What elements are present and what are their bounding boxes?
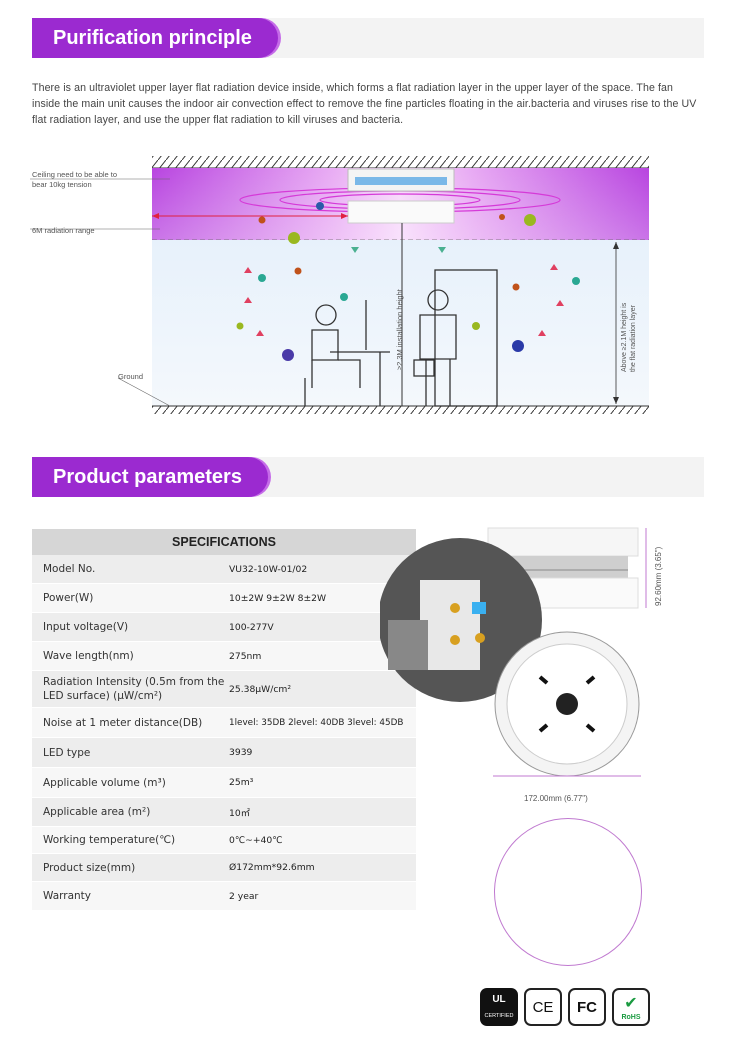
product-led-detail (380, 538, 542, 702)
purification-diagram (30, 156, 649, 414)
height-dimension-label: 92.60mm (3.65") (654, 546, 663, 606)
spec-value: 275nm (229, 650, 262, 662)
rohs-icon: ✔ RoHS (612, 988, 650, 1026)
fcc-icon: FC (568, 988, 606, 1026)
ground-label: Ground (118, 372, 144, 381)
rohs-mark: RoHS (621, 1014, 641, 1021)
spec-row: Noise at 1 meter distance(DB) 1level: 35… (32, 708, 416, 738)
spec-row: Radiation Intensity (0.5m from the LED s… (32, 671, 416, 708)
spec-label: Applicable volume (m³) (43, 776, 166, 789)
seated-person-icon (304, 300, 390, 406)
section-header-purification: Purification principle (32, 18, 704, 58)
standing-person-icon (413, 269, 498, 407)
ceiling-note: Ceiling need to be able to bear 10kg ten… (32, 170, 117, 190)
ce-icon: CE (524, 988, 562, 1026)
radiation-range-label: 6M radiation range (32, 226, 95, 235)
spec-label: Wave length(nm) (43, 650, 134, 662)
spec-label: Model No. (43, 563, 96, 575)
spec-heading: SPECIFICATIONS (32, 529, 416, 555)
spec-label: LED type (43, 746, 91, 759)
spec-label: Working temperature(℃) (43, 834, 176, 846)
room-space (152, 240, 649, 406)
ceiling-note-line-1: Ceiling need to be able to (32, 170, 118, 179)
spec-value: 1level: 35DB 2level: 40DB 3level: 45DB (229, 717, 404, 728)
particles (236, 202, 580, 361)
product-bottom-view (493, 631, 641, 777)
spec-label: Applicable area (m²) (43, 806, 151, 818)
spec-value: 2 year (229, 890, 259, 902)
spec-label: Product size(mm) (43, 861, 136, 874)
spec-value: Ø172mm*92.6mm (229, 862, 315, 873)
uv-device (347, 168, 455, 224)
ceiling-note-line-2: bear 10kg tension (32, 180, 92, 189)
upward-arrows (244, 264, 564, 336)
spec-label: Input voltage(V) (43, 621, 129, 633)
fc-mark: FC (577, 999, 597, 1016)
flat-radiation-height-label: Above ≥2.1M height is the flat radiation… (620, 303, 638, 372)
spec-row: Working temperature(℃) 0℃~+40℃ (32, 827, 416, 854)
ce-mark: CE (532, 999, 554, 1016)
product-outline-circle (494, 818, 642, 966)
spec-row: Applicable area (m²) 10㎡ (32, 798, 416, 827)
spec-row: Wave length(nm) 275nm (32, 642, 416, 671)
spec-row: Model No. VU32-10W-01/02 (32, 555, 416, 584)
ul-mark: UL (492, 994, 506, 1005)
install-height-label: ≥2.3M installation height (395, 289, 404, 370)
certification-logos: UL CERTIFIED CE FC ✔ RoHS (480, 988, 650, 1026)
spec-label: Warranty (43, 890, 92, 902)
section-header-parameters: Product parameters (32, 457, 704, 497)
spec-label: Power(W) (43, 592, 94, 604)
spec-row: Applicable volume (m³) 25m³ (32, 768, 416, 798)
spec-row: Product size(mm) Ø172mm*92.6mm (32, 854, 416, 882)
ul-certified-icon: UL CERTIFIED (480, 988, 518, 1026)
flat-radiation-line-2: the flat radiation layer (630, 305, 637, 372)
spec-value: 3939 (229, 747, 253, 758)
specifications-table: SPECIFICATIONS Model No. VU32-10W-01/02 … (32, 529, 416, 911)
rohs-check: ✔ (624, 995, 638, 1012)
section-title-parameters: Product parameters (32, 457, 268, 497)
ceiling-hatch (152, 156, 649, 168)
spec-label: Noise at 1 meter distance(DB) (43, 716, 203, 729)
spec-value: VU32-10W-01/02 (229, 563, 308, 575)
spec-value: 25.38μW/cm² (229, 683, 292, 695)
width-dimension-label: 172.00mm (6.77") (524, 794, 588, 803)
spec-row: Warranty 2 year (32, 882, 416, 911)
spec-value: 0℃~+40℃ (229, 834, 283, 846)
spec-value: 10±2W 9±2W 8±2W (229, 592, 327, 604)
spec-value: 100-277V (229, 621, 274, 633)
ground-hatch (152, 406, 649, 414)
ul-label: CERTIFIED (484, 1013, 514, 1019)
spec-row: LED type 3939 (32, 738, 416, 768)
section-title-purification: Purification principle (32, 18, 278, 58)
intro-paragraph: There is an ultraviolet upper layer flat… (32, 82, 697, 126)
spec-row: Power(W) 10±2W 9±2W 8±2W (32, 584, 416, 613)
product-drawings (380, 527, 647, 777)
flat-radiation-line-1: Above ≥2.1M height is (621, 302, 628, 372)
spec-label: Radiation Intensity (0.5m from the LED s… (43, 676, 225, 702)
downward-arrows (351, 247, 446, 253)
spec-value: 25m³ (229, 777, 254, 788)
spec-value: 10㎡ (229, 808, 250, 819)
spec-row: Input voltage(V) 100-277V (32, 613, 416, 642)
